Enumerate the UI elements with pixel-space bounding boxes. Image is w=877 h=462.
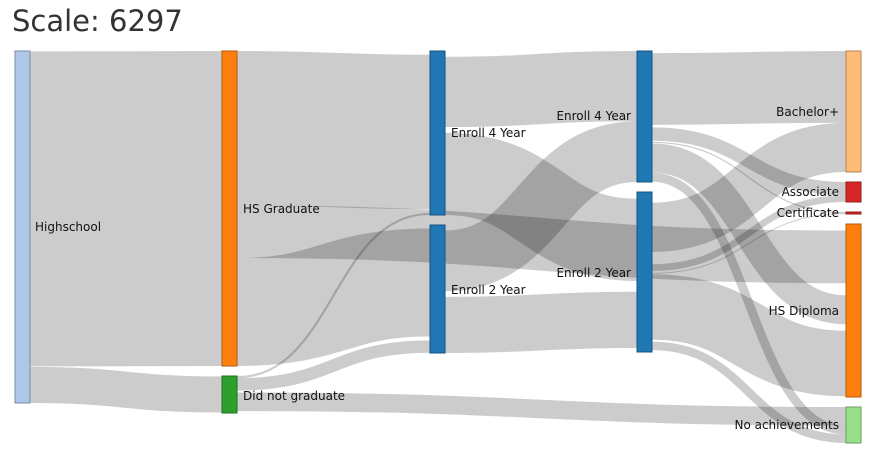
node-bar-bach [845, 50, 862, 173]
node-label-grad: HS Graduate [243, 202, 320, 216]
node-label-nograd: Did not graduate [243, 389, 345, 403]
node-bar-assoc [845, 181, 862, 203]
node-cert: Certificate [777, 206, 862, 220]
link-e4b-to-bach [651, 51, 847, 125]
link-e2a-to-e4b [443, 121, 639, 292]
node-e4a: Enroll 4 Year [429, 50, 526, 216]
link-nograd-to-e2a [236, 340, 431, 391]
node-bar-e2a [429, 224, 446, 354]
link-e2b-to-assoc [651, 195, 847, 271]
node-bar-dipl [845, 223, 862, 398]
node-bar-e2b [636, 191, 653, 353]
link-grad-to-dipl [236, 205, 847, 284]
node-label-hs: Highschool [35, 220, 101, 234]
page-title: Scale: 6297 [12, 4, 183, 38]
link-hs-to-nograd [29, 366, 223, 413]
node-bach: Bachelor+ [776, 50, 862, 173]
link-e2b-to-cert [651, 213, 847, 274]
link-e4b-to-dipl [651, 143, 847, 325]
node-grad: HS Graduate [221, 50, 320, 367]
link-e4b-to-cert [651, 141, 847, 214]
link-nograd-to-e4a [236, 212, 431, 379]
node-label-cert: Certificate [777, 206, 839, 220]
node-bar-none [845, 406, 862, 444]
link-e4a-to-e2b [443, 132, 639, 282]
link-grad-to-e2a [236, 228, 431, 366]
node-label-e4a: Enroll 4 Year [451, 126, 526, 140]
node-bar-grad [221, 50, 238, 367]
node-label-e4b: Enroll 4 Year [556, 109, 631, 123]
link-e4b-to-assoc [651, 127, 847, 196]
link-e2b-to-dipl [651, 274, 847, 397]
node-label-assoc: Associate [782, 185, 839, 199]
node-bar-nograd [221, 375, 238, 414]
node-e4b: Enroll 4 Year [556, 50, 653, 183]
node-none: No achievements [734, 406, 862, 444]
node-label-e2b: Enroll 2 Year [556, 266, 631, 280]
node-label-e2a: Enroll 2 Year [451, 283, 526, 297]
node-hs: Highschool [14, 50, 101, 404]
link-nograd-to-none [236, 392, 847, 426]
node-label-dipl: HS Diploma [769, 304, 839, 318]
link-e2b-to-bach [651, 122, 847, 252]
node-bar-e4b [636, 50, 653, 183]
link-e2b-to-none [651, 341, 847, 444]
node-label-none: No achievements [734, 418, 839, 432]
link-grad-to-e4a [236, 51, 431, 210]
link-e4a-to-e4b [444, 50, 638, 127]
node-bar-cert [845, 211, 862, 215]
node-dipl: HS Diploma [769, 223, 862, 398]
node-e2a: Enroll 2 Year [429, 224, 526, 354]
link-e4b-to-none [651, 172, 847, 435]
node-label-bach: Bachelor+ [776, 105, 839, 119]
sankey-links [29, 50, 847, 444]
node-bar-e4a [429, 50, 446, 216]
node-e2b: Enroll 2 Year [556, 191, 653, 353]
link-e2a-to-e2b [444, 291, 638, 353]
node-nograd: Did not graduate [221, 375, 345, 414]
node-bar-hs [14, 50, 31, 404]
node-assoc: Associate [782, 181, 862, 203]
